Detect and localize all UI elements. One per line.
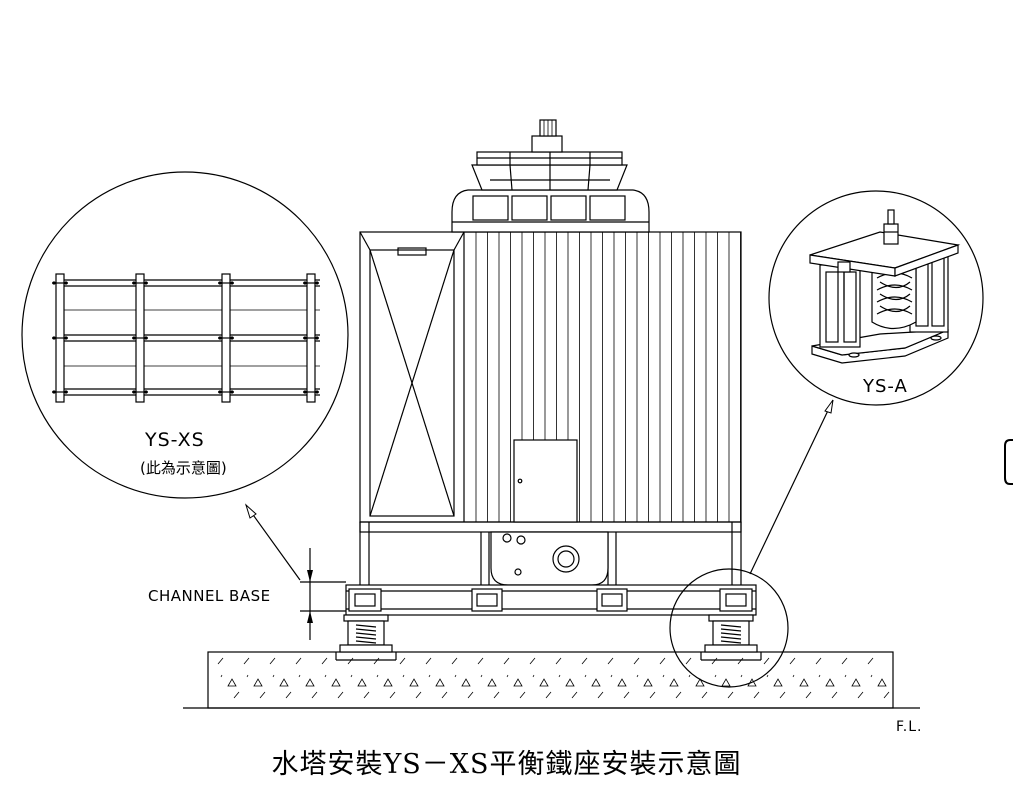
concrete-foundation (183, 651, 920, 709)
drawing-caption: 水塔安裝YS－XS平衡鐵座安裝示意圖 (271, 749, 742, 780)
fan-hood (451, 119, 650, 233)
access-door (513, 439, 578, 523)
isolator-callout-circle (669, 568, 789, 688)
channel-base-label: CHANNEL BASE (148, 587, 271, 605)
basin-outlet (490, 531, 609, 586)
motor-base (531, 135, 563, 153)
spring-isolator-left (335, 614, 397, 661)
edge-fragment (1004, 439, 1013, 485)
floor-level-label: F.L. (896, 719, 923, 735)
spring-mount-illustration (809, 209, 961, 364)
mount-model-label: YS-A (862, 376, 908, 397)
frame-detail-callout: YS-XS (此為示意圖) (21, 171, 349, 581)
frame-note-label: (此為示意圖) (140, 459, 227, 477)
channel-base (345, 584, 757, 616)
channel-base-dimension: CHANNEL BASE (148, 548, 346, 640)
frame-model-label: YS-XS (144, 429, 205, 451)
tower-body (359, 231, 742, 523)
spring-isolator-right (700, 614, 762, 661)
mount-detail-callout: YS-A (749, 190, 984, 575)
